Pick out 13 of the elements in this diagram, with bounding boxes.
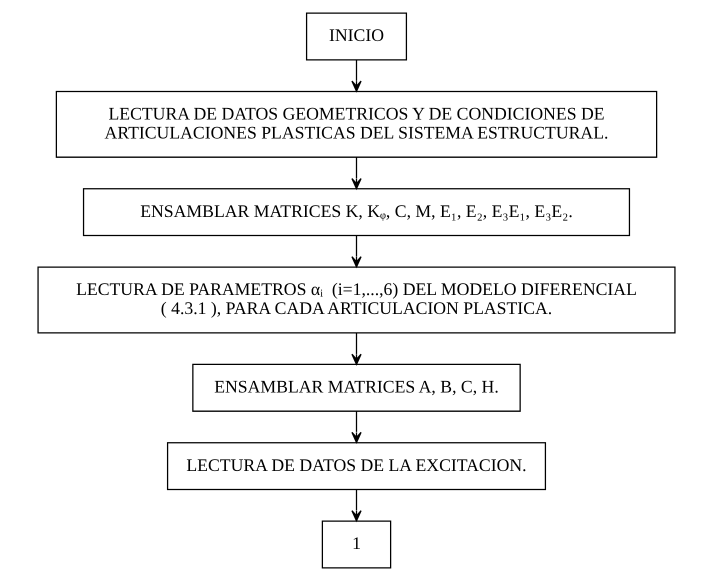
- node-box: LECTURA DE DATOS DE LA EXCITACION.: [166, 442, 546, 490]
- node-box: LECTURA DE DATOS GEOMETRICOS Y DE CONDICIONES DE ARTICULACIONES PLASTICAS DEL SISTEMA ESTRUCTURAL.: [55, 90, 657, 158]
- arrow: [350, 236, 362, 268]
- arrow: [350, 60, 362, 92]
- node-box: LECTURA DE PARAMETROS αᵢ (i=1,...,6) DEL MODELO DIFERENCIAL ( 4.3.1 ), PARA CADA ARTICULACION PLASTICA.: [36, 266, 676, 334]
- node-box: ENSAMBLAR MATRICES A, B, C, H.: [192, 364, 520, 412]
- arrow: [350, 411, 362, 444]
- node-box: INICIO: [305, 12, 407, 61]
- arrow: [350, 333, 362, 365]
- node-box: 1: [321, 520, 391, 568]
- arrow: [350, 157, 362, 190]
- arrow: [350, 490, 362, 522]
- node-box: ENSAMBLAR MATRICES K, Kᵩ, C, M, E₁, E₂, E₃E₁, E₃E₂.: [82, 188, 630, 236]
